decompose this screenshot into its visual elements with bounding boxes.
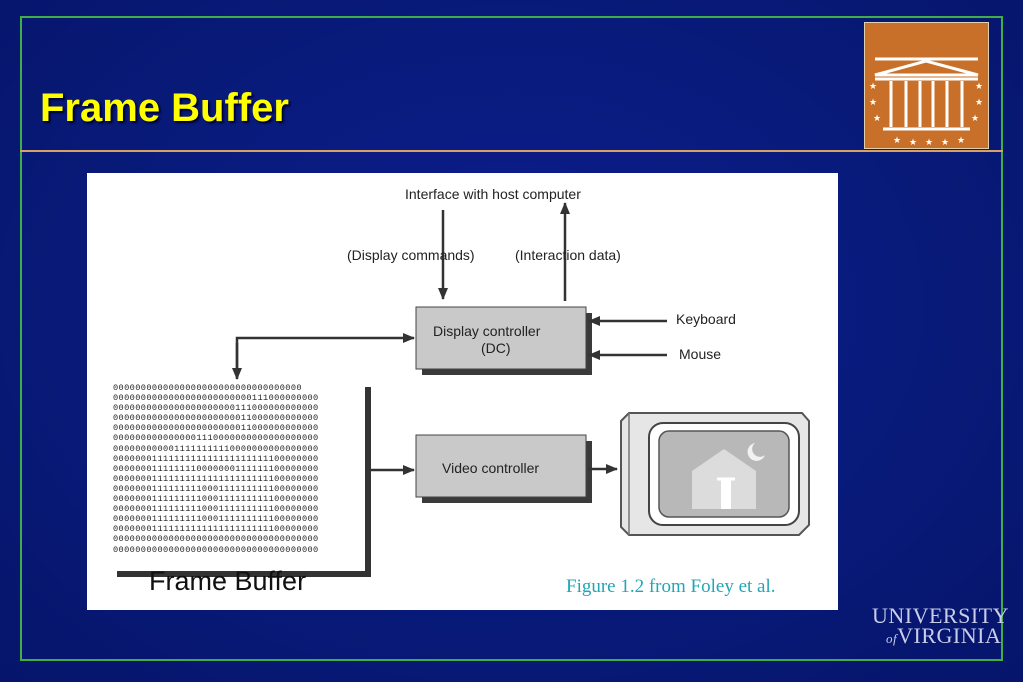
display-controller-dc-label: (DC) [481, 340, 511, 356]
uva-wordmark-line1: UNIVERSITY [872, 603, 1009, 628]
figure-credit: Figure 1.2 from Foley et al. [566, 576, 776, 597]
svg-text:★: ★ [873, 114, 881, 124]
bit-row: 0000000000000001110000000000000000000 [113, 433, 319, 444]
dc-connector-arrow [235, 333, 415, 378]
bit-row: 0000000111111111000111111111100000000 [113, 504, 319, 515]
svg-text:★: ★ [925, 138, 933, 148]
bit-row: 0000000000000000000000000000000000000 [113, 534, 319, 545]
bit-row: 0000000111111111111111111111100000000 [113, 524, 319, 535]
bit-row: 0000000000011111111110000000000000000 [113, 443, 319, 454]
display-controller-label: Display controller [433, 323, 541, 339]
svg-text:★: ★ [869, 98, 877, 108]
bit-row: 0000000000000000000000011000000000000 [113, 423, 319, 434]
svg-text:★: ★ [957, 136, 965, 146]
bit-row: 0000000000000000000000011000000000000 [113, 413, 319, 424]
svg-text:★: ★ [893, 136, 901, 146]
diagram-lines [117, 202, 810, 577]
bit-row: 0000000111111111000111111111100000000 [113, 514, 319, 525]
title-divider [20, 150, 1003, 152]
slide-border [20, 16, 1003, 661]
uva-wordmark: UNIVERSITY ofVIRGINIA [872, 603, 1009, 649]
frame-buffer-caption: Frame Buffer [149, 566, 307, 596]
monitor-icon [620, 412, 810, 536]
display-controller-box [415, 306, 587, 370]
slide-title: Frame Buffer [40, 86, 289, 130]
bit-row: 0000000000000000000000000000000000 [113, 383, 302, 393]
bit-row: 0000000000000000000000111000000000000 [113, 403, 319, 414]
bit-row: 0000000111111111111111111111100000000 [113, 473, 319, 484]
rotunda-icon: ★ ★ ★ ★ ★ ★ ★ ★ ★ ★ ★ [865, 23, 988, 148]
svg-text:★: ★ [869, 82, 877, 92]
bit-row: 0000000000000000000000000111000000000 [113, 393, 319, 404]
svg-text:★: ★ [909, 138, 917, 148]
uva-wordmark-line2: ofVIRGINIA [872, 623, 1009, 649]
video-controller-label: Video controller [442, 460, 540, 476]
bit-row: 0000000111111111111111111111100000000 [113, 453, 319, 464]
bit-row: 0000000111111111000111111111100000000 [113, 494, 319, 505]
svg-text:★: ★ [975, 82, 983, 92]
svg-text:★: ★ [941, 138, 949, 148]
bit-row: 0000000000000000000000000000000000000 [113, 544, 319, 555]
video-controller-box [415, 434, 587, 498]
host-interface-label: Interface with host computer [405, 186, 581, 202]
bit-row: 0000000111111110000000111111100000000 [113, 463, 319, 474]
uva-wordmark-of: of [886, 631, 898, 646]
svg-text:★: ★ [975, 98, 983, 108]
mouse-label: Mouse [679, 346, 722, 362]
keyboard-label: Keyboard [676, 311, 736, 327]
svg-text:★: ★ [971, 114, 979, 124]
uva-rotunda-logo: ★ ★ ★ ★ ★ ★ ★ ★ ★ ★ ★ [864, 22, 989, 149]
frame-buffer-figure: Interface with host computer (Display co… [87, 173, 838, 610]
bit-row: 0000000111111111000111111111100000000 [113, 483, 319, 494]
interaction-data-label: (Interaction data) [515, 247, 621, 263]
frame-buffer-shadow-bottom [117, 571, 371, 577]
uva-wordmark-virginia: VIRGINIA [897, 623, 1002, 648]
frame-buffer-shadow-right [365, 387, 371, 577]
display-commands-label: (Display commands) [347, 247, 475, 263]
